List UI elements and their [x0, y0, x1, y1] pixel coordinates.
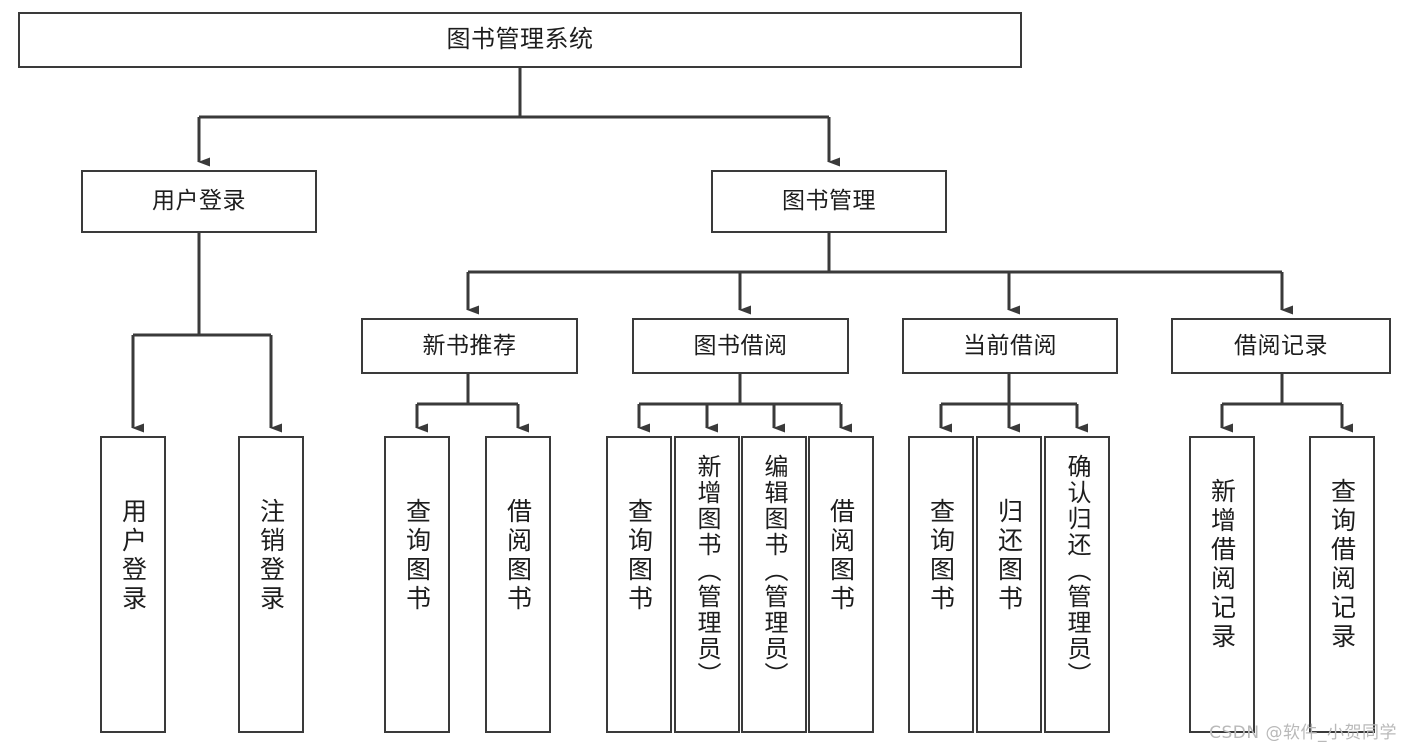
node-label: 用户登录	[118, 498, 148, 614]
leaf-borrow-record-add-record[interactable]: 新增借阅记录	[1189, 436, 1255, 733]
leaf-new-book-query-book[interactable]: 查询图书	[384, 436, 450, 733]
node-label: 查询图书	[926, 498, 956, 614]
node-book-management[interactable]: 图书管理	[711, 170, 947, 233]
leaf-borrow-record-query-record[interactable]: 查询借阅记录	[1309, 436, 1375, 733]
node-root-book-management-system[interactable]: 图书管理系统	[18, 12, 1022, 68]
node-label: 新增借阅记录	[1207, 478, 1237, 652]
node-label: 查询借阅记录	[1327, 478, 1357, 652]
leaf-user-login-signin[interactable]: 用户登录	[100, 436, 166, 733]
leaf-current-borrow-confirm-return-admin[interactable]: 确认归还（管理员）	[1044, 436, 1110, 733]
leaf-current-borrow-query-book[interactable]: 查询图书	[908, 436, 974, 733]
node-label: 注销登录	[256, 498, 286, 614]
leaf-book-borrow-add-book-admin[interactable]: 新增图书（管理员）	[674, 436, 740, 733]
node-book-borrow[interactable]: 图书借阅	[632, 318, 849, 374]
node-label: 图书借阅	[693, 332, 788, 359]
node-label: 查询图书	[402, 498, 432, 614]
node-label: 归还图书	[994, 498, 1024, 614]
node-label: 借阅图书	[826, 498, 856, 614]
node-borrow-record[interactable]: 借阅记录	[1171, 318, 1391, 374]
node-label: 确认归还（管理员）	[1063, 454, 1091, 688]
node-label: 借阅记录	[1234, 332, 1328, 359]
node-label: 当前借阅	[963, 332, 1057, 359]
node-label: 用户登录	[152, 188, 246, 215]
leaf-book-borrow-edit-book-admin[interactable]: 编辑图书（管理员）	[741, 436, 807, 733]
leaf-current-borrow-return-book[interactable]: 归还图书	[976, 436, 1042, 733]
node-label: 新增图书（管理员）	[693, 454, 721, 688]
leaf-book-borrow-query-book[interactable]: 查询图书	[606, 436, 672, 733]
node-new-book-recommend[interactable]: 新书推荐	[361, 318, 578, 374]
node-user-login[interactable]: 用户登录	[81, 170, 317, 233]
leaf-new-book-borrow-book[interactable]: 借阅图书	[485, 436, 551, 733]
leaf-book-borrow-borrow-book[interactable]: 借阅图书	[808, 436, 874, 733]
node-label: 查询图书	[624, 498, 654, 614]
node-label: 图书管理	[782, 188, 876, 215]
node-current-borrow[interactable]: 当前借阅	[902, 318, 1118, 374]
node-label: 图书管理系统	[446, 25, 594, 54]
node-label: 编辑图书（管理员）	[760, 454, 788, 688]
leaf-user-login-signout[interactable]: 注销登录	[238, 436, 304, 733]
node-label: 借阅图书	[503, 498, 533, 614]
node-label: 新书推荐	[422, 332, 517, 359]
